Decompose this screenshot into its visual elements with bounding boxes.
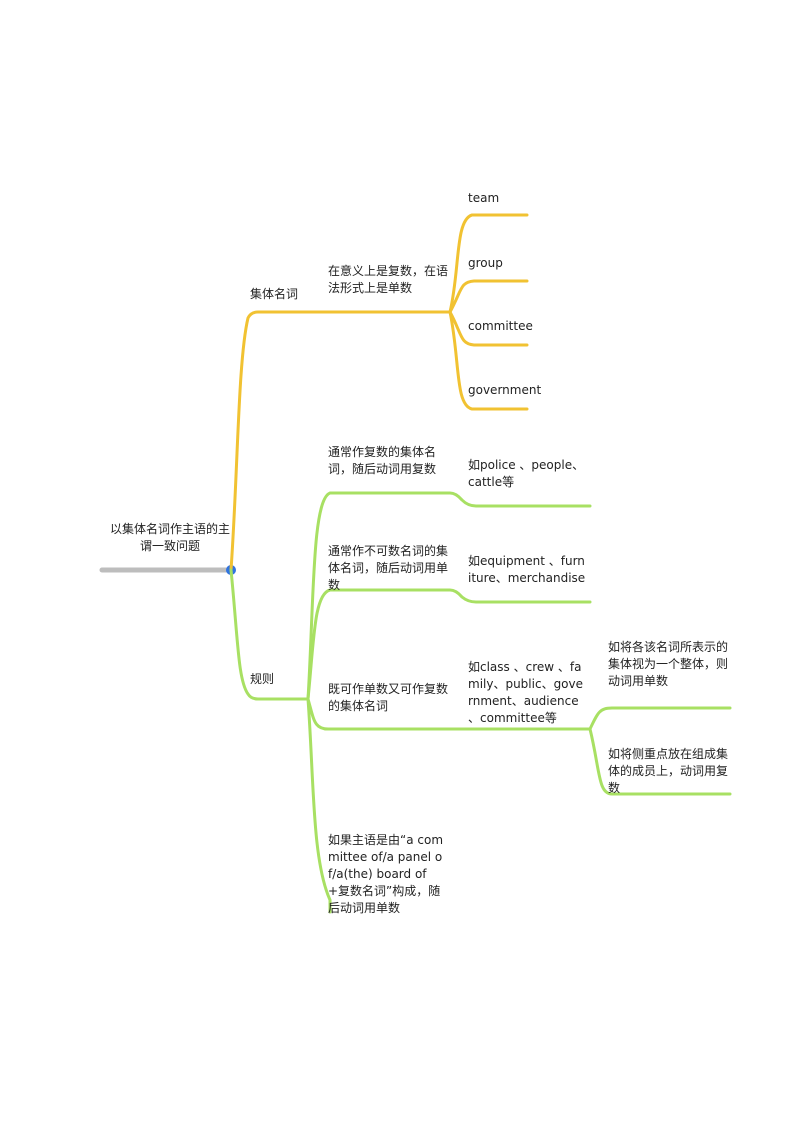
example-team: team xyxy=(468,191,500,205)
rule-2-example: 如equipment 、furniture、merchandise xyxy=(468,554,586,585)
rule-1-text: 通常作复数的集体名词，随后动词用复数 xyxy=(328,445,437,476)
rule-1-connector xyxy=(306,491,592,701)
root-topic: 以集体名词作主语的主谓一致问题 xyxy=(109,522,230,553)
rule-3-text: 既可作单数又可作复数的集体名词 xyxy=(328,682,449,713)
example-committee: committee xyxy=(468,319,533,333)
example-group-connector xyxy=(448,279,529,314)
branch-rules-connector xyxy=(229,568,310,701)
example-government-connector xyxy=(448,310,529,411)
rule-4-connector xyxy=(306,697,332,914)
example-government: government xyxy=(468,383,542,397)
collective-description: 在意义上是复数，在语法形式上是单数 xyxy=(328,264,449,295)
rule-3-sub-2-text: 如将侧重点放在组成集体的成员上，动词用复数 xyxy=(608,747,729,795)
rule-2-text: 通常作不可数名词的集体名词，随后动词用单数 xyxy=(328,544,449,592)
example-committee-connector xyxy=(448,310,529,347)
branch-collective-connector xyxy=(229,310,332,572)
example-group: group xyxy=(468,256,503,270)
rule-3-sub-1-text: 如将各该名词所表示的集体视为一个整体，则动词用单数 xyxy=(608,640,729,688)
rule-3-sub-1-connector xyxy=(588,706,732,731)
rule-1-example: 如police 、people、cattle等 xyxy=(468,458,585,489)
rule-3-example: 如class 、crew 、family、public、government、a… xyxy=(468,660,584,725)
branch-collective-label: 集体名词 xyxy=(250,287,299,301)
branch-rules-label: 规则 xyxy=(250,672,275,686)
rule-4-text: 如果主语是由“a committee of/a panel of/a(the) … xyxy=(328,833,444,915)
rule-2-connector xyxy=(306,588,592,701)
rule-3-sub-2-connector xyxy=(588,727,732,796)
example-team-connector xyxy=(448,213,529,314)
